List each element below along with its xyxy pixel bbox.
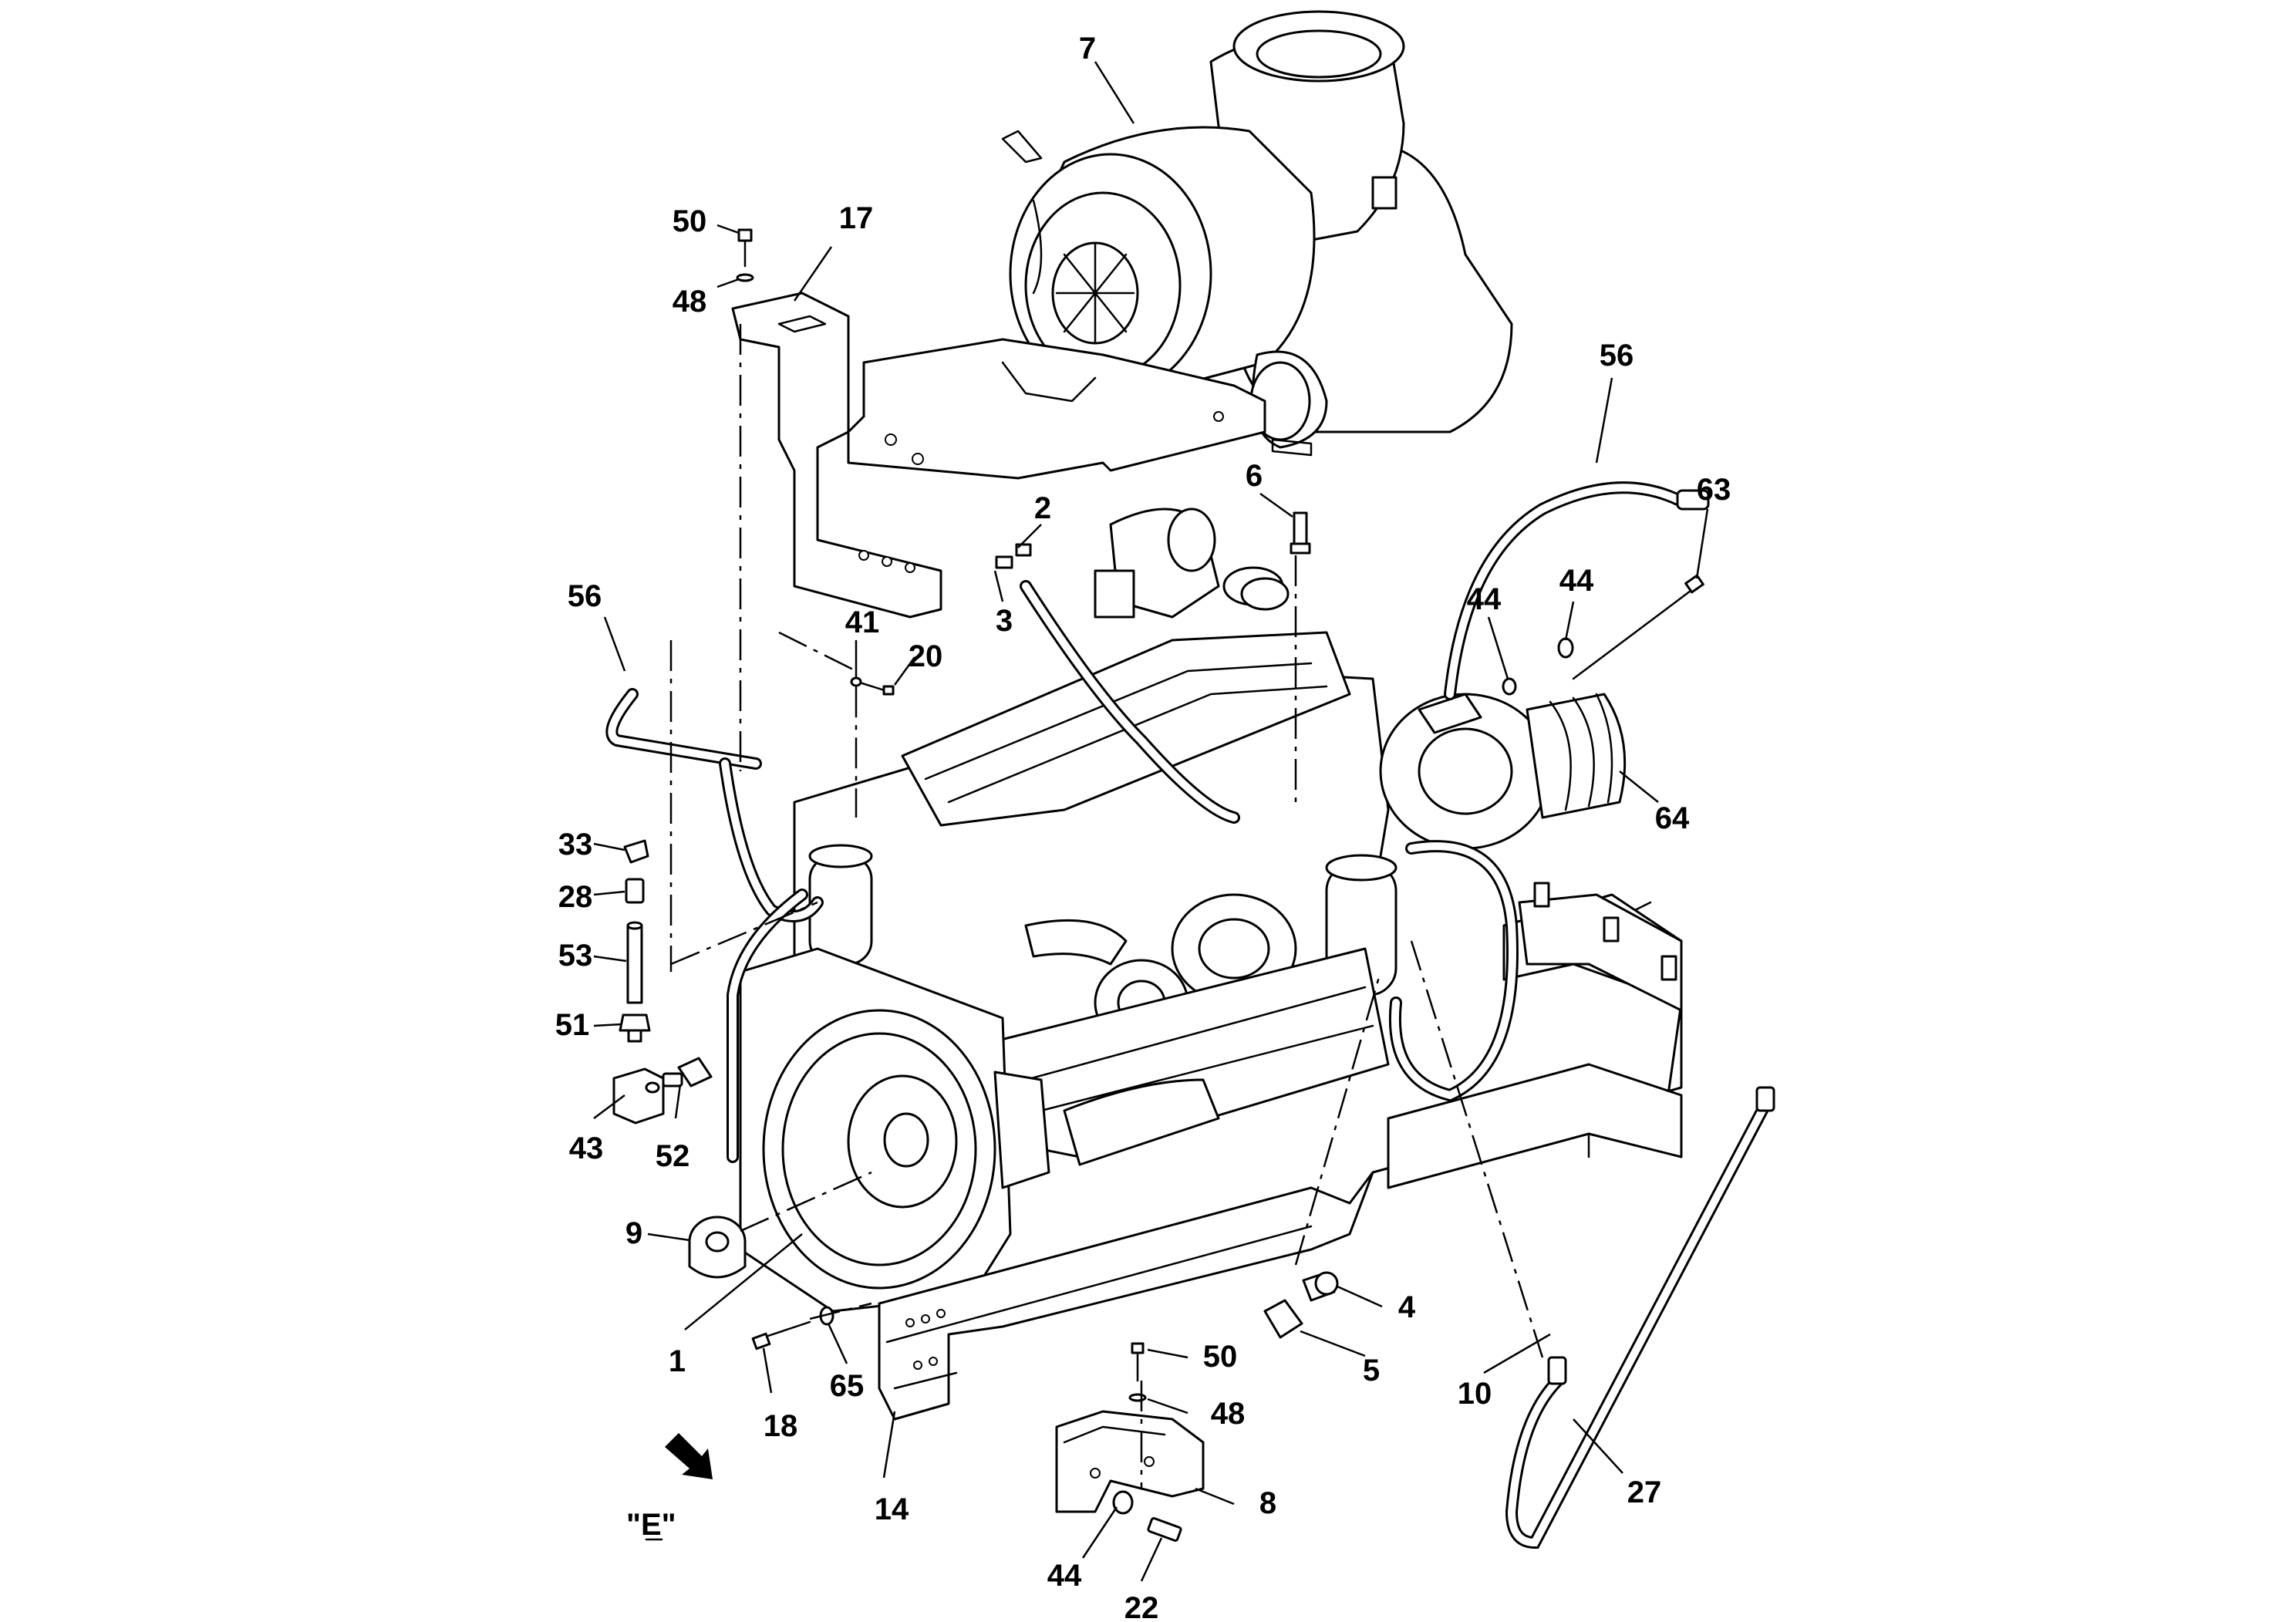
callout-53: 53 [558,939,593,973]
hose-vertical-left [727,889,808,1163]
washer-44-right [1557,637,1574,659]
hose-56-long [1444,481,1710,700]
elbow-5 [1263,1299,1303,1339]
callout-3: 3 [996,604,1013,638]
bolt-50-bottom [1131,1342,1145,1382]
engine-block [793,508,1627,1166]
callout-51: 51 [555,1008,590,1042]
flywheel-housing [739,947,1050,1313]
mount-9 [688,1216,747,1279]
callout-18: 18 [764,1409,798,1443]
callout-17: 17 [839,201,874,235]
callouts: 7 50 17 48 56 6 63 2 3 44 44 56 41 20 64… [555,32,1731,1622]
callout-41: 41 [845,605,880,639]
callout-6: 6 [1246,459,1263,493]
callout-52: 52 [656,1139,690,1173]
callout-22: 22 [1124,1591,1159,1622]
callout-56-long: 56 [1600,339,1634,373]
callout-2: 2 [1034,491,1051,525]
bracket-17 [731,292,942,619]
callout-28: 28 [558,880,593,914]
callout-64: 64 [1655,801,1690,835]
callout-56-short: 56 [568,579,602,613]
hose-right-loop [1388,840,1519,1102]
connector-52 [662,1057,713,1088]
callout-48-bottom: 48 [1211,1397,1246,1431]
view-label: "E" [626,1508,676,1542]
sleeve-28 [625,878,645,904]
callout-20: 20 [909,639,943,673]
bolt-18 [751,1320,811,1351]
bolt-63 [1572,574,1704,680]
callout-50-bottom: 50 [1203,1340,1238,1374]
callout-5: 5 [1363,1354,1380,1388]
hose-56-short [605,688,762,770]
callout-9: 9 [625,1216,642,1250]
callout-44-right: 44 [1559,564,1594,598]
bolt-50-top [736,228,754,282]
bolt-22 [1147,1517,1182,1542]
callout-1: 1 [669,1344,686,1378]
air-cleaner-assembly [1001,10,1513,457]
washer-44-bottom [1112,1490,1134,1515]
callout-7: 7 [1079,32,1096,66]
alignment-lines [669,324,1544,1489]
fitting-51 [619,1013,651,1043]
callout-63: 63 [1697,473,1731,507]
callout-48-top: 48 [673,285,707,319]
callout-43: 43 [569,1131,604,1165]
callout-44-bottom: 44 [1047,1559,1082,1593]
hose-left-loop [719,757,824,922]
callout-10: 10 [1458,1377,1492,1411]
screw-20 [861,682,895,696]
callout-33: 33 [558,828,593,862]
tube-53 [626,921,643,1004]
washer-44-left [1502,677,1517,696]
bracket-8 [1055,1410,1205,1513]
callout-8: 8 [1259,1486,1276,1520]
callout-4: 4 [1398,1290,1416,1324]
cap-33 [623,839,649,864]
hose-3 [1020,580,1240,824]
fitting-4 [1302,1271,1339,1302]
fitting-2 [995,543,1032,569]
callout-27: 27 [1627,1475,1662,1509]
leader-lines [593,61,1709,1582]
washer-41 [850,676,862,687]
sender-6 [1290,511,1311,555]
callout-65: 65 [830,1369,865,1403]
callout-14: 14 [875,1492,909,1526]
frame-rail-rear [1387,882,1683,1189]
callout-44-left: 44 [1467,582,1502,616]
hose-27 [1505,1086,1775,1549]
washer-48-bottom [1128,1393,1147,1402]
block-43 [612,1067,665,1125]
view-arrow-e: "E" [626,1433,713,1542]
callout-50-top: 50 [673,204,707,238]
